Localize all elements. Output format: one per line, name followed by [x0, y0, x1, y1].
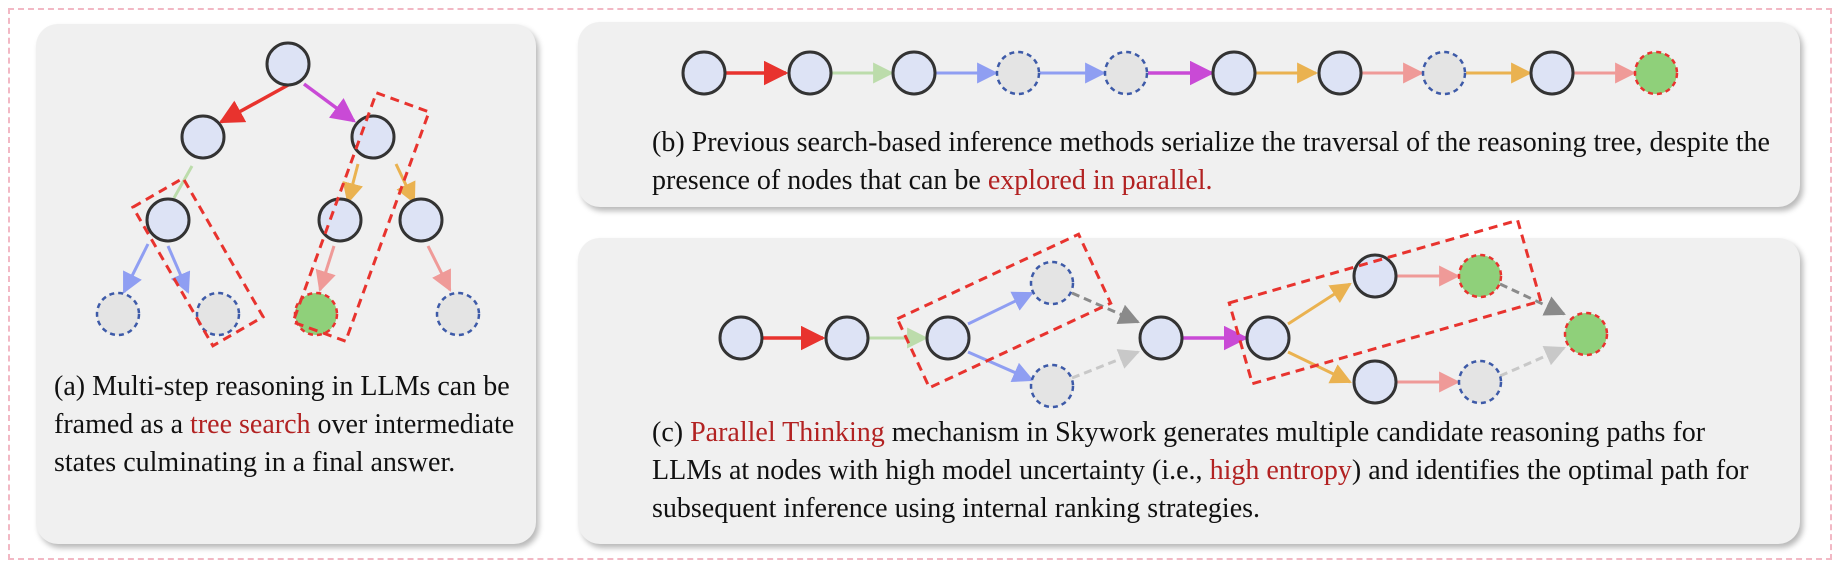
caption-a-text: (a) Multi-step reasoning in LLMs can be … [54, 371, 510, 440]
tree-diagram [95, 41, 481, 348]
tree-node-left [180, 114, 226, 160]
caption-a-text-end: over intermediate states culminating in … [54, 409, 515, 478]
edge-ll-leaf2 [166, 245, 191, 294]
edge-ll-leaf1 [122, 243, 150, 294]
chain-answer-node [1633, 50, 1679, 96]
chain-node [891, 50, 937, 96]
edge-r-rl [342, 163, 363, 205]
parallel-thinking-diagram [718, 218, 1609, 409]
parallel-box-1 [895, 232, 1113, 390]
chain-node [1317, 50, 1363, 96]
parallel-box-left [130, 176, 266, 348]
edge-root-right [302, 82, 356, 123]
edge-root-left [218, 82, 291, 124]
caption-a-highlight: tree search [190, 409, 311, 440]
caption-c-highlight-2: high entropy [1209, 455, 1352, 486]
chain-node [787, 50, 833, 96]
caption-c-text: mechanism in Skywork generates multiple … [652, 417, 1706, 486]
panel-b-serial-search: (b) Previous search-based inference meth… [578, 22, 1800, 207]
caption-b-highlight: explored in parallel. [987, 165, 1213, 196]
edge-r-rr [394, 163, 416, 204]
pt-node-candidate-answer [1457, 253, 1503, 299]
pt-edge-branch-down [967, 350, 1034, 383]
pt-final-answer-node [1563, 311, 1609, 357]
chain-node [1529, 50, 1575, 96]
pt-node-candidate [1029, 260, 1075, 306]
serial-chain-diagram [681, 50, 1679, 96]
caption-a: (a) Multi-step reasoning in LLMs can be … [54, 368, 524, 482]
parallel-box-2 [1227, 218, 1543, 386]
caption-c-highlight-1: Parallel Thinking [690, 417, 885, 448]
tree-leaf-dashed [95, 291, 141, 337]
tree-leaf-dashed [435, 291, 481, 337]
tree-node-right-right [398, 197, 444, 243]
panel-c-parallel-thinking: (c) Parallel Thinking mechanism in Skywo… [578, 218, 1800, 544]
tree-node-right [350, 114, 396, 160]
panel-a-tree-search: (a) Multi-step reasoning in LLMs can be … [36, 24, 536, 544]
caption-c-text-end: ) and identifies the optimal path for su… [652, 455, 1749, 524]
pt-node [1138, 315, 1184, 361]
chain-node [1211, 50, 1257, 96]
pt-node [1352, 359, 1398, 405]
pt-edge-select [1499, 282, 1566, 316]
tree-node-right-left [317, 197, 363, 243]
tree-node-left-child [145, 197, 191, 243]
pt-node-branch-point [1245, 315, 1291, 361]
pt-edge-branch-up [1287, 282, 1352, 326]
pt-node-candidate [1029, 363, 1075, 409]
caption-c: (c) Parallel Thinking mechanism in Skywo… [652, 414, 1782, 528]
outer-dashed-frame [8, 8, 1832, 560]
chain-node-dashed [995, 50, 1041, 96]
pt-node-candidate [1457, 359, 1503, 405]
pt-edge-branch-up [967, 291, 1034, 326]
edge-rr-leaf [426, 245, 452, 292]
tree-leaf-dashed [195, 291, 241, 337]
caption-c-label: (c) [652, 417, 691, 448]
chain-node-dashed [1421, 50, 1467, 96]
caption-b-text: (b) Previous search-based inference meth… [652, 127, 1770, 196]
pt-edge-reject [1071, 349, 1140, 380]
pt-node [824, 315, 870, 361]
edge-left-child [172, 165, 194, 199]
pt-node [718, 315, 764, 361]
pt-node-branch-point [925, 315, 971, 361]
pt-edge-branch-down [1287, 350, 1352, 384]
edge-rl-answer [315, 245, 336, 293]
pt-edge-reject [1499, 345, 1566, 378]
caption-b: (b) Previous search-based inference meth… [652, 124, 1772, 200]
chain-node-dashed [1103, 50, 1149, 96]
root-node [265, 41, 311, 87]
chain-node [681, 50, 727, 96]
